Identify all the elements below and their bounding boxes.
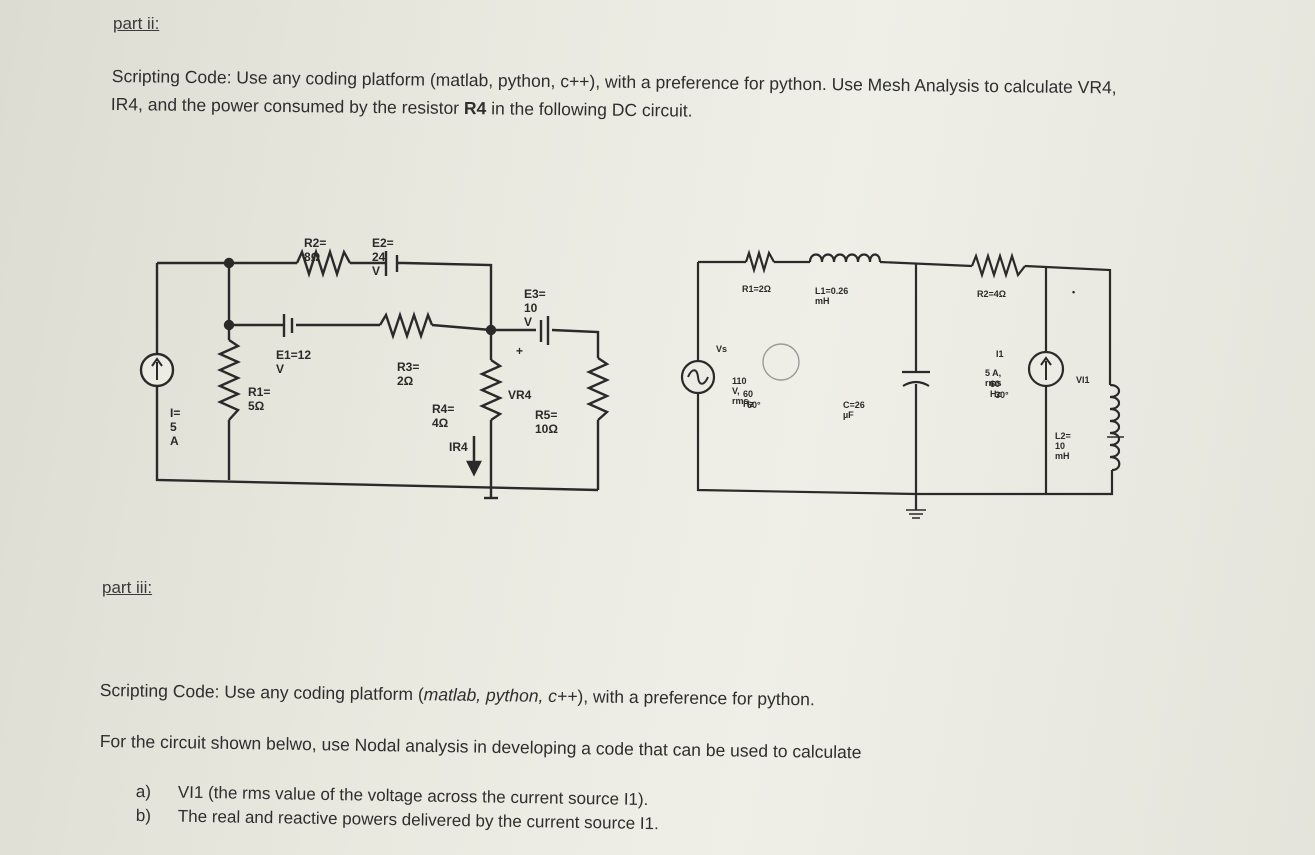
part-iii-text-1c: ), with a preference for python.	[577, 686, 815, 710]
vi1-label: VI1	[1076, 375, 1090, 385]
ac-dot: •	[1072, 287, 1076, 297]
part-iii-scripting-label: Scripting Code:	[99, 679, 225, 702]
ac-r1-label: R1=2Ω	[742, 284, 771, 294]
source-phase-label: 60°	[747, 400, 761, 410]
vs-label: Vs	[716, 344, 728, 354]
source-frequency-label: 60 Hz	[743, 389, 754, 409]
r4-label: R4= 4Ω	[432, 402, 455, 430]
l2-label: L2= 10 mH	[1055, 431, 1071, 461]
e1-label: E1=12 V	[276, 348, 312, 376]
current-source-label: I= 5 A	[170, 406, 181, 448]
ir4-label: IR4	[449, 440, 468, 454]
capacitor-label: C=26 µF	[843, 400, 865, 420]
source-voltage-label: 110 V, rms	[732, 376, 749, 406]
r5-label: R5= 10Ω	[535, 408, 558, 436]
part-ii-heading: part ii:	[113, 14, 160, 33]
list-marker-a: a)	[135, 782, 152, 802]
vr4-label: VR4	[508, 388, 532, 402]
i1-phase-label: 30°	[995, 390, 1009, 400]
i1-label: I1	[996, 349, 1004, 359]
list-marker-b: b)	[135, 806, 152, 826]
r2-label: R2= 8Ω	[304, 236, 327, 264]
ac-r2-label: R2=4Ω	[977, 289, 1006, 299]
part-iii-heading: part iii:	[102, 578, 153, 597]
e2-label: E2= 24 V	[372, 236, 394, 278]
i1-current-label: 5 A, rms	[985, 368, 1002, 388]
ac-l1-label: L1=0.26 mH	[815, 286, 849, 306]
e3-label: E3= 10 V	[524, 287, 546, 329]
part-iii-text-1a: Use any coding platform (	[224, 681, 424, 705]
r3-label: R3= 2Ω	[397, 360, 420, 388]
i1-frequency-label: 60 Hz	[990, 379, 1001, 399]
plus-sign: +	[516, 344, 524, 358]
r1-label: R1= 5Ω	[248, 385, 271, 413]
part-iii-platforms: matlab, python, c++	[423, 684, 578, 707]
